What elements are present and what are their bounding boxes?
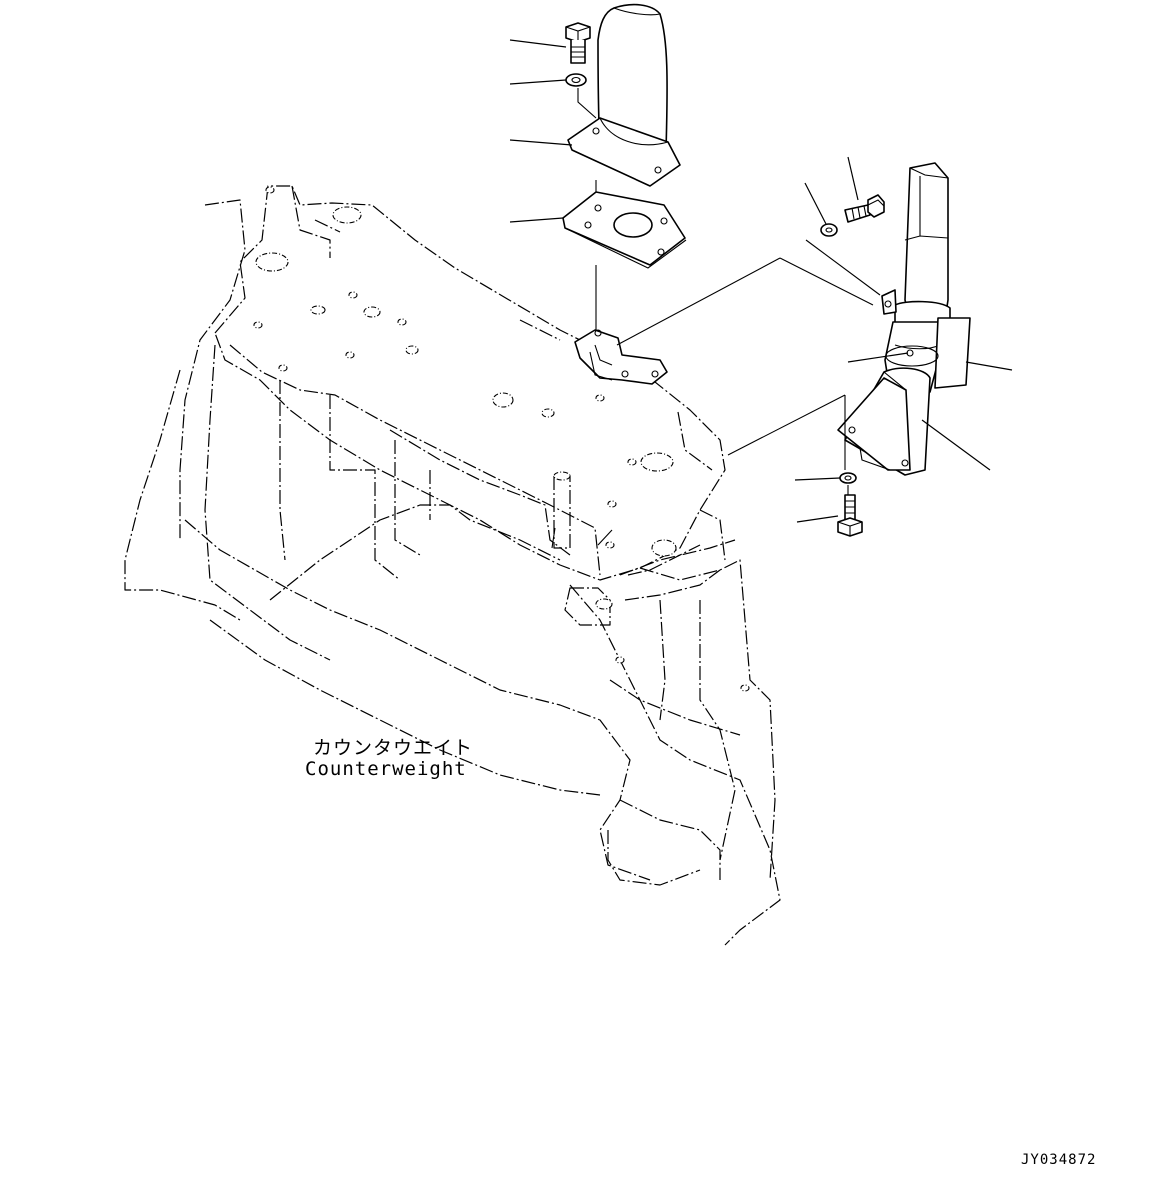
washer-right-upper-icon <box>820 223 838 237</box>
explode-axes <box>577 88 597 330</box>
bolt-right-upper-icon <box>844 194 885 223</box>
drawing-code: JY034872 <box>1021 1152 1097 1168</box>
bolt-upper-icon <box>565 22 591 64</box>
outlet-flange <box>837 367 931 476</box>
counterweight-holes <box>253 186 750 692</box>
washer-right-lower-icon <box>839 472 857 484</box>
leaders-left <box>509 39 573 223</box>
mounting-bracket <box>574 329 668 385</box>
counterweight-detail <box>551 527 613 549</box>
washer-upper-icon <box>565 73 587 87</box>
explode-axes-right <box>616 239 881 495</box>
counterweight-outline <box>124 185 781 946</box>
standoff <box>553 471 571 549</box>
leaders-right <box>794 156 1013 523</box>
tail-pipe <box>881 162 951 329</box>
elbow-duct <box>567 3 681 187</box>
gasket-plate <box>562 191 687 269</box>
counterweight-label-en: Counterweight <box>305 758 467 780</box>
bolt-right-lower-icon <box>837 494 863 537</box>
counterweight-label-jp: カウンタウエイト <box>313 737 474 759</box>
